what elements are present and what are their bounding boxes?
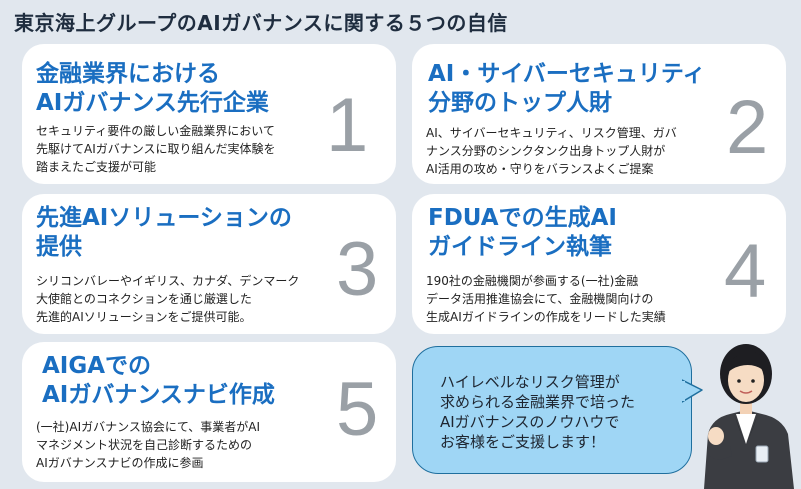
card-body: (一社)AIガバナンス協会にて、事業者がAI マネジメント状況を自己診断するため… bbox=[36, 418, 260, 472]
card-body-line: 先駆けてAIガバナンスに取り組んだ実体験を bbox=[36, 142, 276, 156]
card-2: AI・サイバーセキュリティ 分野のトップ人財 2 AI、サイバーセキュリティ、リ… bbox=[412, 44, 786, 184]
card-body: AI、サイバーセキュリティ、リスク管理、ガバ ナンス分野のシンクタンク出身トップ… bbox=[426, 124, 677, 178]
card-heading: FDUAでの生成AI ガイドライン執筆 bbox=[428, 204, 617, 262]
card-body-line: 190社の金融機関が参画する(一社)金融 bbox=[426, 274, 639, 288]
card-4: FDUAでの生成AI ガイドライン執筆 4 190社の金融機関が参画する(一社)… bbox=[412, 194, 786, 334]
card-body-line: 大使館とのコネクションを通じ厳選した bbox=[36, 292, 252, 306]
card-body-line: 先進的AIソリューションをご提供可能。 bbox=[36, 310, 252, 324]
card-3: 先進AIソリューションの 提供 3 シリコンバレーやイギリス、カナダ、デンマーク… bbox=[22, 194, 396, 334]
card-heading-line: AIガバナンス先行企業 bbox=[36, 90, 269, 116]
card-heading-line: FDUAでの生成AI bbox=[428, 205, 617, 231]
card-body: 190社の金融機関が参画する(一社)金融 データ活用推進協会にて、金融機関向けの… bbox=[426, 272, 666, 326]
card-heading-line: ガイドライン執筆 bbox=[428, 234, 612, 260]
card-number: 2 bbox=[726, 85, 769, 170]
bubble-line: AIガバナンスのノウハウで bbox=[440, 413, 620, 431]
card-body-line: AI、サイバーセキュリティ、リスク管理、ガバ bbox=[426, 126, 677, 140]
card-body-line: データ活用推進協会にて、金融機関向けの bbox=[426, 292, 654, 306]
card-body-line: AI活用の攻め・守りをバランスよくご提案 bbox=[426, 162, 654, 176]
card-body-line: 踏まえたご支援が可能 bbox=[36, 160, 157, 174]
card-number: 1 bbox=[326, 83, 369, 168]
bubble-line: ハイレベルなリスク管理が bbox=[440, 373, 620, 391]
card-heading-line: AIガバナンスナビ作成 bbox=[42, 382, 275, 408]
card-number: 3 bbox=[336, 227, 379, 312]
card-body-line: マネジメント状況を自己診断するための bbox=[36, 438, 253, 452]
card-heading-line: 先進AIソリューションの bbox=[36, 205, 292, 231]
speech-bubble-tail bbox=[682, 379, 703, 403]
card-body-line: (一社)AIガバナンス協会にて、事業者がAI bbox=[36, 420, 261, 434]
page-title: 東京海上グループのAIガバナンスに関する５つの自信 bbox=[14, 11, 508, 35]
card-heading-line: 分野のトップ人財 bbox=[428, 90, 612, 116]
card-body-line: シリコンバレーやイギリス、カナダ、デンマーク bbox=[36, 274, 300, 288]
card-body-line: AIガバナンスナビの作成に参画 bbox=[36, 456, 204, 470]
card-heading-line: 提供 bbox=[36, 234, 82, 260]
card-body: セキュリティ要件の厳しい金融業界において 先駆けてAIガバナンスに取り組んだ実体… bbox=[36, 122, 276, 176]
speech-bubble bbox=[412, 346, 692, 474]
card-heading: AIGAでの AIガバナンスナビ作成 bbox=[42, 352, 275, 410]
card-number: 4 bbox=[724, 229, 767, 314]
card-body-line: 生成AIガイドラインの作成をリードした実績 bbox=[426, 310, 666, 324]
card-heading-line: AIGAでの bbox=[42, 353, 152, 379]
card-heading-line: AI・サイバーセキュリティ bbox=[428, 61, 706, 87]
card-body: シリコンバレーやイギリス、カナダ、デンマーク 大使館とのコネクションを通じ厳選し… bbox=[36, 272, 299, 326]
card-body-line: ナンス分野のシンクタンク出身トップ人財が bbox=[426, 144, 666, 158]
card-heading: 先進AIソリューションの 提供 bbox=[36, 204, 292, 262]
bubble-line: 求められる金融業界で培った bbox=[440, 393, 636, 411]
card-number: 5 bbox=[336, 367, 379, 452]
bubble-line: お客様をご支援します！ bbox=[440, 433, 606, 451]
speech-bubble-text: ハイレベルなリスク管理が 求められる金融業界で培った AIガバナンスのノウハウで… bbox=[440, 372, 635, 452]
card-heading: AI・サイバーセキュリティ 分野のトップ人財 bbox=[428, 60, 706, 118]
card-1: 金融業界における AIガバナンス先行企業 1 セキュリティ要件の厳しい金融業界に… bbox=[22, 44, 396, 184]
business-person-illustration bbox=[704, 344, 794, 489]
card-5: AIGAでの AIガバナンスナビ作成 5 (一社)AIガバナンス協会にて、事業者… bbox=[22, 342, 396, 482]
card-heading-line: 金融業界における bbox=[36, 61, 220, 87]
card-body-line: セキュリティ要件の厳しい金融業界において bbox=[36, 124, 275, 138]
card-heading: 金融業界における AIガバナンス先行企業 bbox=[36, 60, 269, 118]
